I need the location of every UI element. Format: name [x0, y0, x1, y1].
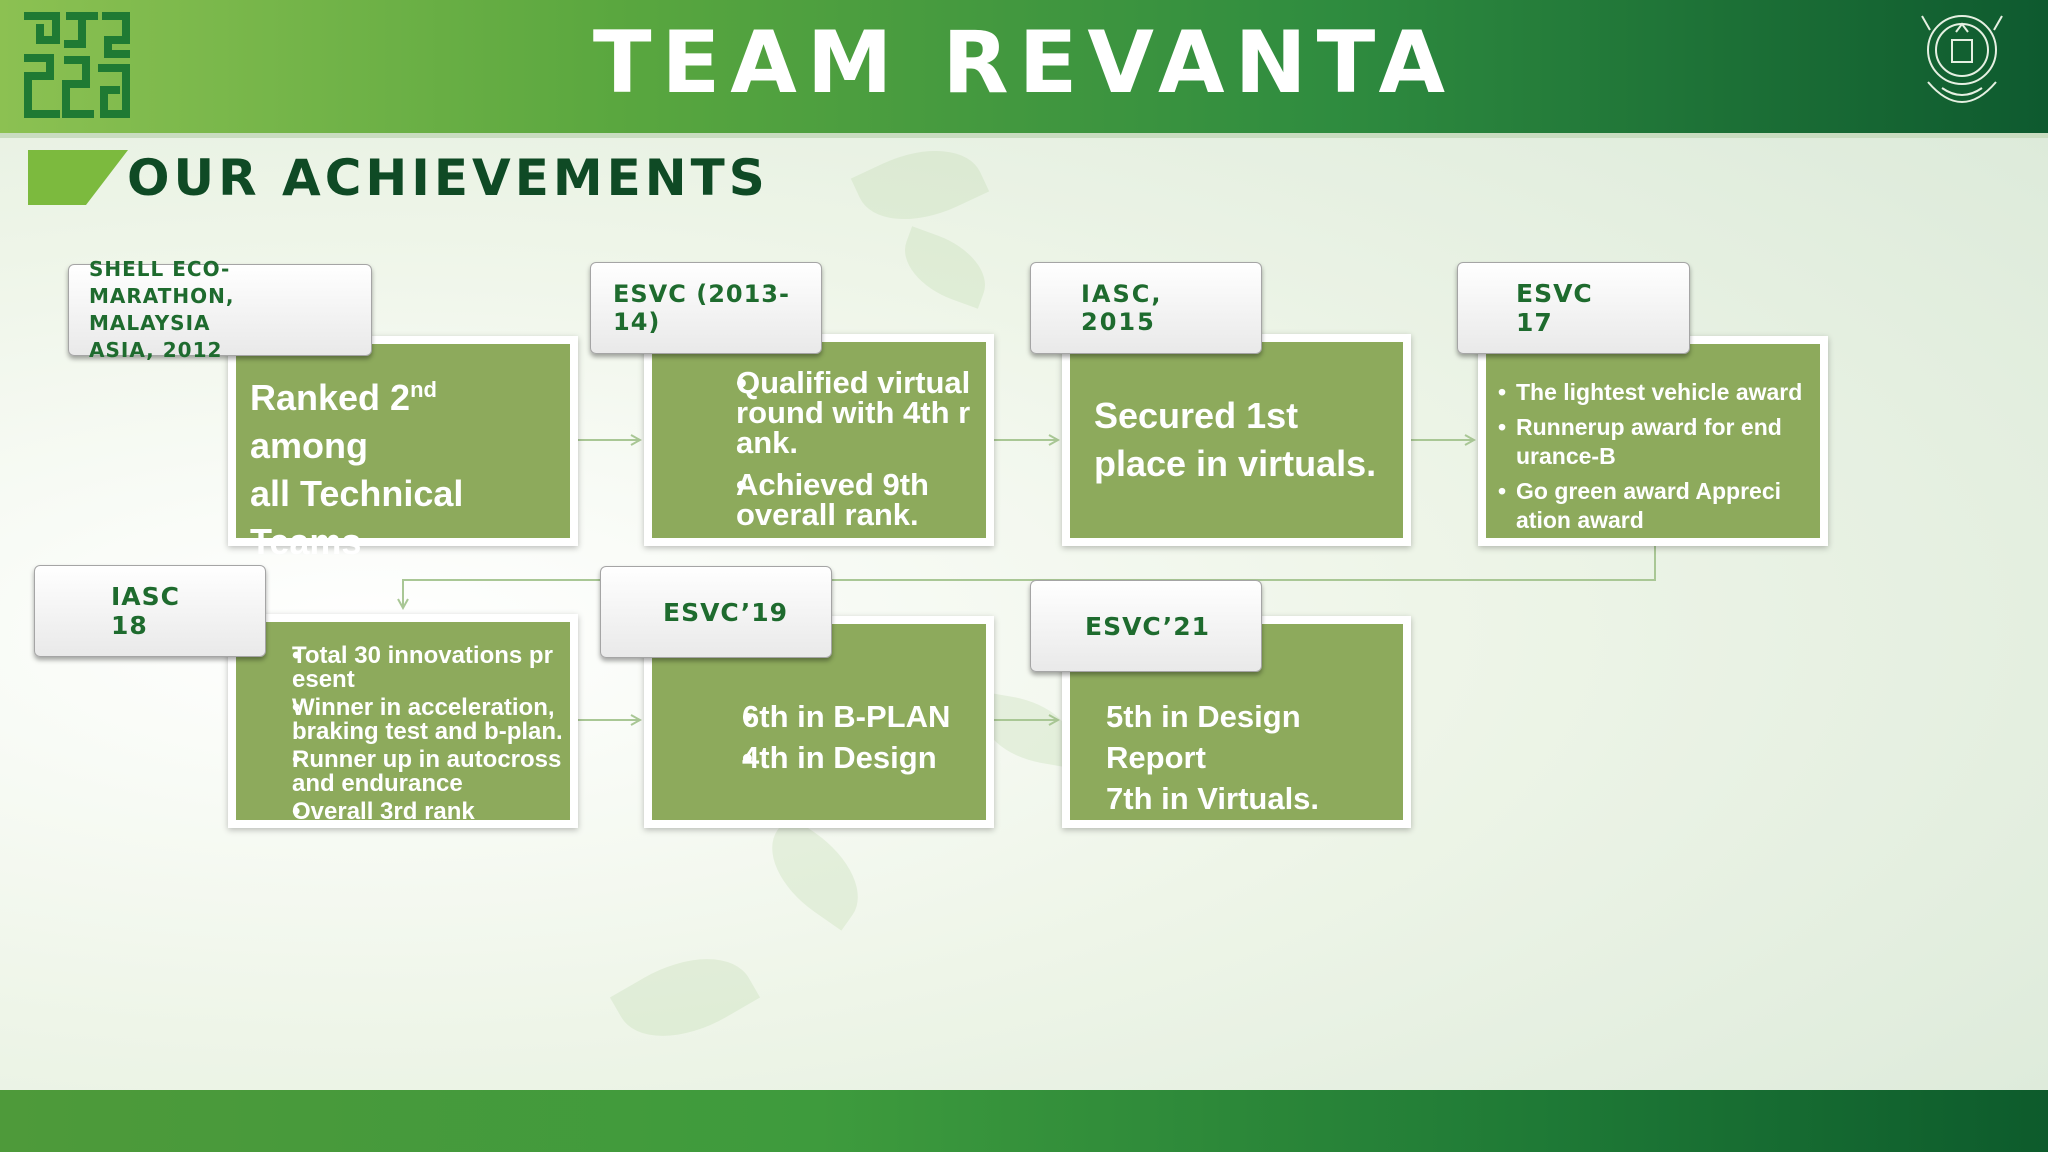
- achievement-item-line: ation award: [1516, 507, 1644, 533]
- achievement-item-line: The lightest vehicle award: [1516, 379, 1803, 405]
- achievement-item-line: and endurance: [292, 770, 463, 797]
- achievement-text: place in virtuals.: [1094, 443, 1377, 484]
- label-line: ASIA, 2012: [89, 338, 223, 362]
- achievement-item: Total 30 innovations pr esent: [278, 644, 566, 692]
- achievement-item: Runner up in autocross and endurance: [278, 748, 566, 796]
- achievement-label-iasc-2015: IASC, 2015: [1030, 262, 1262, 354]
- achievement-item-text: 6th in B-PLAN: [742, 699, 951, 734]
- section-title: OUR ACHIEVEMENTS: [127, 149, 769, 207]
- section-marker: [28, 150, 128, 205]
- achievement-label-shell-2012: SHELL ECO- MARATHON, MALAYSIA ASIA, 2012: [68, 257, 372, 362]
- achievement-item-line: Qualified virtual: [736, 365, 971, 400]
- achievement-item-text: 4th in Design: [742, 740, 937, 775]
- achievement-item: Overall 3rd rank: [278, 798, 566, 825]
- achievement-label-esvc-21: ESVC’21: [1030, 580, 1262, 672]
- label-text: IASC, 2015: [1081, 280, 1163, 336]
- achievement-text: Secured 1st: [1094, 395, 1299, 436]
- achievement-item: The lightest vehicle award: [1498, 378, 1812, 407]
- achievement-item-line: Winner in acceleration,: [292, 694, 555, 721]
- achievement-item-line: Overall 3rd rank: [292, 798, 475, 825]
- header-divider: [0, 133, 2048, 138]
- achievement-box-shell-2012: Ranked 2nd among all Technical Teams: [228, 336, 578, 562]
- label-line: SHELL ECO-: [89, 257, 231, 281]
- label-text: ESVC’19: [663, 597, 788, 627]
- achievement-item: Winner in acceleration, braking test and…: [278, 696, 566, 744]
- achievement-item-line: Achieved 9th: [736, 467, 929, 502]
- achievement-text: among: [250, 425, 369, 466]
- connector-arrow: [403, 546, 1656, 608]
- label-text: ESVC 17: [1516, 279, 1593, 337]
- achievement-item: 6th in B-PLAN: [702, 696, 986, 737]
- achievement-item: Runnerup award for end urance-B: [1498, 413, 1812, 471]
- achievement-item-line: Go green award Appreci: [1516, 478, 1781, 504]
- achievement-text: Ranked 2: [250, 377, 411, 418]
- achievement-text: 5th in Design Report: [1106, 699, 1301, 775]
- achievement-item-line: Total 30 innovations pr: [292, 642, 553, 669]
- ordinal-suffix: nd: [410, 377, 437, 402]
- label-text: IASC 18: [111, 582, 181, 640]
- achievement-box-esvc-17: The lightest vehicle award Runnerup awar…: [1478, 336, 1828, 546]
- achievement-label-iasc-18: IASC 18: [34, 565, 266, 657]
- achievement-text: Teams: [250, 521, 362, 562]
- achievement-text: all Technical: [250, 473, 464, 514]
- maze-logo-icon: [24, 12, 130, 118]
- achievement-box-iasc-2015: Secured 1st place in virtuals.: [1062, 334, 1411, 546]
- achievement-item: 4th in Design: [702, 737, 986, 778]
- page-title: TEAM REVANTA: [592, 13, 1456, 113]
- achievement-item-line: Runnerup award for end: [1516, 414, 1782, 440]
- achievement-item: Go green award Appreci ation award: [1498, 477, 1812, 535]
- label-text: ESVC (2013-14): [613, 280, 790, 336]
- achievement-item-line: round with 4th r: [736, 395, 971, 430]
- achievement-box-esvc-2013: Qualified virtual round with 4th r ank. …: [644, 334, 994, 546]
- achievement-item-line: ank.: [736, 425, 799, 460]
- achievement-item-line: Runner up in autocross: [292, 746, 562, 773]
- achievement-label-esvc-2013: ESVC (2013-14): [590, 262, 822, 354]
- achievement-item-line: overall rank.: [736, 497, 919, 532]
- label-line: MARATHON, MALAYSIA: [89, 284, 235, 335]
- institute-emblem-icon: [1921, 15, 2003, 103]
- achievement-text: 7th in Virtuals.: [1106, 781, 1320, 816]
- achievement-label-esvc-17: ESVC 17: [1457, 262, 1690, 354]
- achievement-item-line: esent: [292, 666, 355, 693]
- header-bar: [0, 0, 2048, 133]
- achievement-box-iasc-18: Total 30 innovations pr esent Winner in …: [228, 614, 578, 828]
- label-text: ESVC’21: [1085, 611, 1210, 641]
- footer-bar: [0, 1090, 2048, 1152]
- achievement-label-esvc-19: ESVC’19: [600, 566, 832, 658]
- achievement-item-line: braking test and b-plan.: [292, 718, 563, 745]
- achievement-item-line: urance-B: [1516, 443, 1616, 469]
